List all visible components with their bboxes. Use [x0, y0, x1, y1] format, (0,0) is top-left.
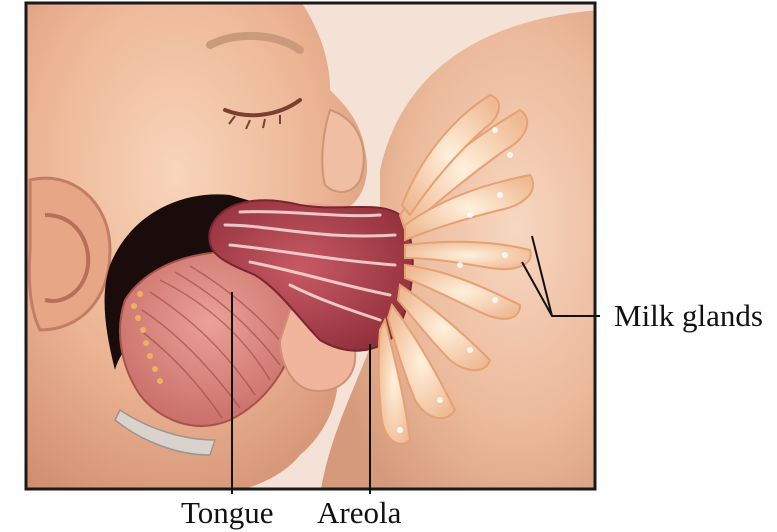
areola-label: Areola	[317, 497, 401, 528]
milk-glands-label: Milk glands	[614, 300, 763, 331]
tongue-label: Tongue	[181, 497, 274, 528]
